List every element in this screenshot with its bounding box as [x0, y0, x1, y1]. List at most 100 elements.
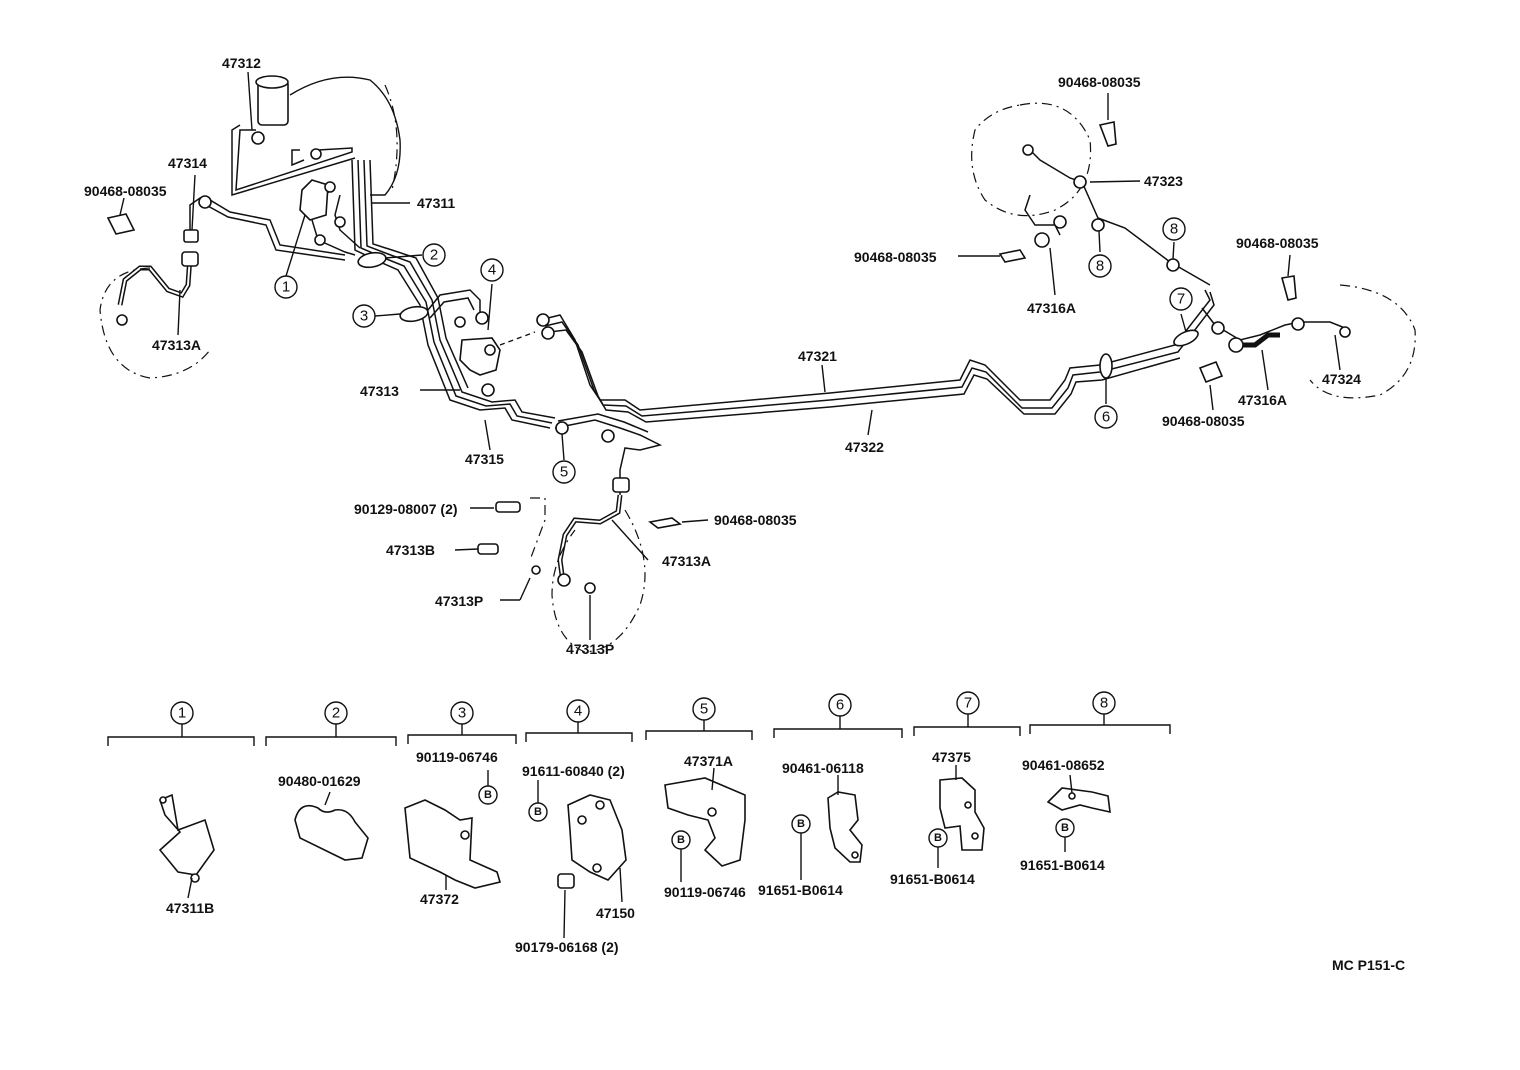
detail-callout-number: 6 [836, 697, 844, 714]
callout-3: 3 [352, 304, 376, 328]
detail-part-label: 47375 [932, 749, 971, 765]
detail-group-3: 3 90119-06746 47372 [407, 701, 517, 907]
detail-callout-number: 8 [1100, 695, 1108, 712]
callout-7: 7 [1169, 287, 1193, 311]
front-left-brake-line [99, 195, 346, 379]
label-90468-08035-d: 90468-08035 [1236, 235, 1319, 251]
detail-part-label: 47150 [596, 905, 635, 921]
label-47323: 47323 [1144, 173, 1183, 189]
svg-text:8: 8 [1170, 221, 1178, 238]
detail-bracket [107, 724, 255, 746]
detail-bracket [265, 724, 397, 746]
detail-group-4: 4 91611-60840 (2) 47150 90179-06168 (2) [515, 699, 635, 955]
svg-text:2: 2 [430, 247, 438, 264]
svg-text:1: 1 [282, 279, 290, 296]
label-47322: 47322 [845, 439, 884, 455]
label-47315: 47315 [465, 451, 504, 467]
label-47313A-a: 47313A [152, 337, 201, 353]
label-90468-08035-c: 90468-08035 [854, 249, 937, 265]
svg-text:B: B [797, 818, 805, 830]
label-90468-08035-e: 90468-08035 [1162, 413, 1245, 429]
svg-text:6: 6 [1102, 409, 1110, 426]
detail-part-label: 47372 [420, 891, 459, 907]
callout-8-b: 8 [1088, 254, 1112, 278]
detail-bracket [773, 716, 903, 738]
label-47311: 47311 [417, 195, 455, 211]
svg-text:B: B [484, 789, 492, 801]
label-47313: 47313 [360, 383, 399, 399]
detail-part-label: 90480-01629 [278, 773, 361, 789]
rear-main-lines [536, 289, 1215, 423]
detail-callout-circle [566, 699, 590, 723]
detail-group-5: 5 47371A 90119-06746 [645, 697, 753, 900]
detail-callout-number: 3 [458, 705, 466, 722]
detail-group-1: 1 47311B [107, 701, 255, 916]
detail-part-label: 90119-06746 [416, 749, 498, 765]
svg-text:8: 8 [1096, 258, 1104, 275]
detail-sketches [158, 777, 1111, 889]
label-90468-08035-b: 90468-08035 [1058, 74, 1141, 90]
svg-text:B: B [534, 806, 542, 818]
detail-leaders [187, 765, 1073, 939]
svg-text:7: 7 [1177, 291, 1185, 308]
detail-part-label: 47311B [166, 900, 214, 916]
bolt-marker-group6: B [791, 814, 811, 834]
bolt-marker-group8: B [1055, 818, 1075, 838]
label-47312: 47312 [222, 55, 261, 71]
svg-text:3: 3 [360, 308, 368, 325]
detail-part-label: 90461-08652 [1022, 757, 1105, 773]
callout-8-a: 8 [1162, 217, 1186, 241]
proportioning-valve [427, 289, 536, 397]
rear-right-assembly [971, 102, 1416, 399]
part-labels: 47312 47314 90468-08035 47311 47313A 473… [84, 55, 1361, 657]
diagram-code: MC P151-C [1332, 957, 1405, 973]
svg-text:B: B [1061, 822, 1069, 834]
detail-callout-circle [692, 697, 716, 721]
bolt-marker-group5: B [671, 830, 691, 850]
svg-text:B: B [934, 832, 942, 844]
clip-parts [106, 213, 136, 235]
callout-2: 2 [422, 243, 446, 267]
svg-text:4: 4 [488, 262, 496, 279]
detail-bracket [645, 720, 753, 740]
callout-5: 5 [552, 460, 576, 484]
label-47313A-b: 47313A [662, 553, 711, 569]
detail-part-label: 91611-60840 (2) [522, 763, 625, 779]
master-cylinder-assembly [231, 75, 401, 197]
detail-callout-number: 5 [700, 701, 708, 718]
label-47324: 47324 [1322, 371, 1361, 387]
svg-text:B: B [677, 834, 685, 846]
callout-1: 1 [274, 275, 298, 299]
detail-callout-number: 1 [178, 705, 186, 722]
detail-bracket [1029, 714, 1171, 734]
detail-callout-number: 2 [332, 705, 340, 722]
detail-part-label: 90119-06746 [664, 884, 746, 900]
detail-bracket [525, 722, 633, 742]
bolt-marker-group4: B [528, 802, 548, 822]
detail-callout-circle [170, 701, 194, 725]
callout-6: 6 [1094, 405, 1118, 429]
detail-callout-circle [956, 691, 980, 715]
detail-callout-circle [450, 701, 474, 725]
label-47313P-a: 47313P [435, 593, 483, 609]
detail-group-2: 2 90480-01629 [265, 701, 397, 789]
svg-text:5: 5 [560, 464, 568, 481]
callout-4: 4 [480, 258, 504, 282]
label-47314: 47314 [168, 155, 207, 171]
label-90129-08007: 90129-08007 (2) [354, 501, 458, 517]
detail-part-label: 91651-B0614 [890, 871, 975, 887]
detail-part-label: 90179-06168 (2) [515, 939, 619, 955]
line-47315 [554, 413, 663, 495]
detail-part-label: 90461-06118 [782, 760, 864, 776]
detail-part-label: 47371A [684, 753, 733, 769]
detail-callout-number: 4 [574, 703, 582, 720]
leader-lines [119, 71, 1341, 640]
bolt-markers: B B B B B B [478, 785, 1075, 850]
label-90468-08035-f: 90468-08035 [714, 512, 797, 528]
lower-drum-assembly [477, 494, 682, 653]
detail-callout-circle [1092, 691, 1116, 715]
